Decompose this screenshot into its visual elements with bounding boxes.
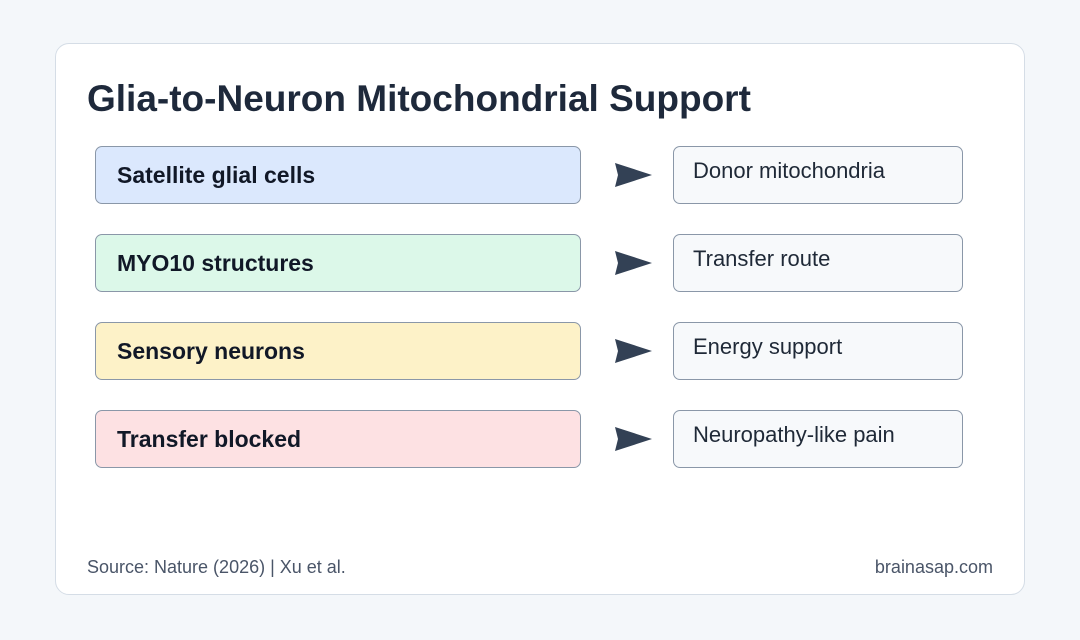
- arrow-right-icon: [615, 163, 652, 187]
- right-box: Neuropathy-like pain: [673, 410, 963, 468]
- right-box: Donor mitochondria: [673, 146, 963, 204]
- right-box: Transfer route: [673, 234, 963, 292]
- diagram-card: Glia-to-Neuron Mitochondrial Support Sat…: [55, 43, 1025, 595]
- flow-row-sensory-neurons: Sensory neurons Energy support: [95, 322, 965, 380]
- flow-row-satellite-glial-cells: Satellite glial cells Donor mitochondria: [95, 146, 965, 204]
- page-title: Glia-to-Neuron Mitochondrial Support: [87, 78, 751, 119]
- left-box: Transfer blocked: [95, 410, 581, 468]
- left-box: Satellite glial cells: [95, 146, 581, 204]
- arrow-right-icon: [615, 427, 652, 451]
- brand-link[interactable]: brainasap.com: [874, 557, 993, 577]
- source-citation: Source: Nature (2026) | Xu et al.: [87, 557, 346, 577]
- flow-row-myo10-structures: MYO10 structures Transfer route: [95, 234, 965, 292]
- arrow-right-icon: [615, 251, 652, 275]
- right-box: Energy support: [673, 322, 963, 380]
- left-box: MYO10 structures: [95, 234, 581, 292]
- arrow-right-icon: [615, 339, 652, 363]
- left-box: Sensory neurons: [95, 322, 581, 380]
- flow-row-transfer-blocked: Transfer blocked Neuropathy-like pain: [95, 410, 965, 468]
